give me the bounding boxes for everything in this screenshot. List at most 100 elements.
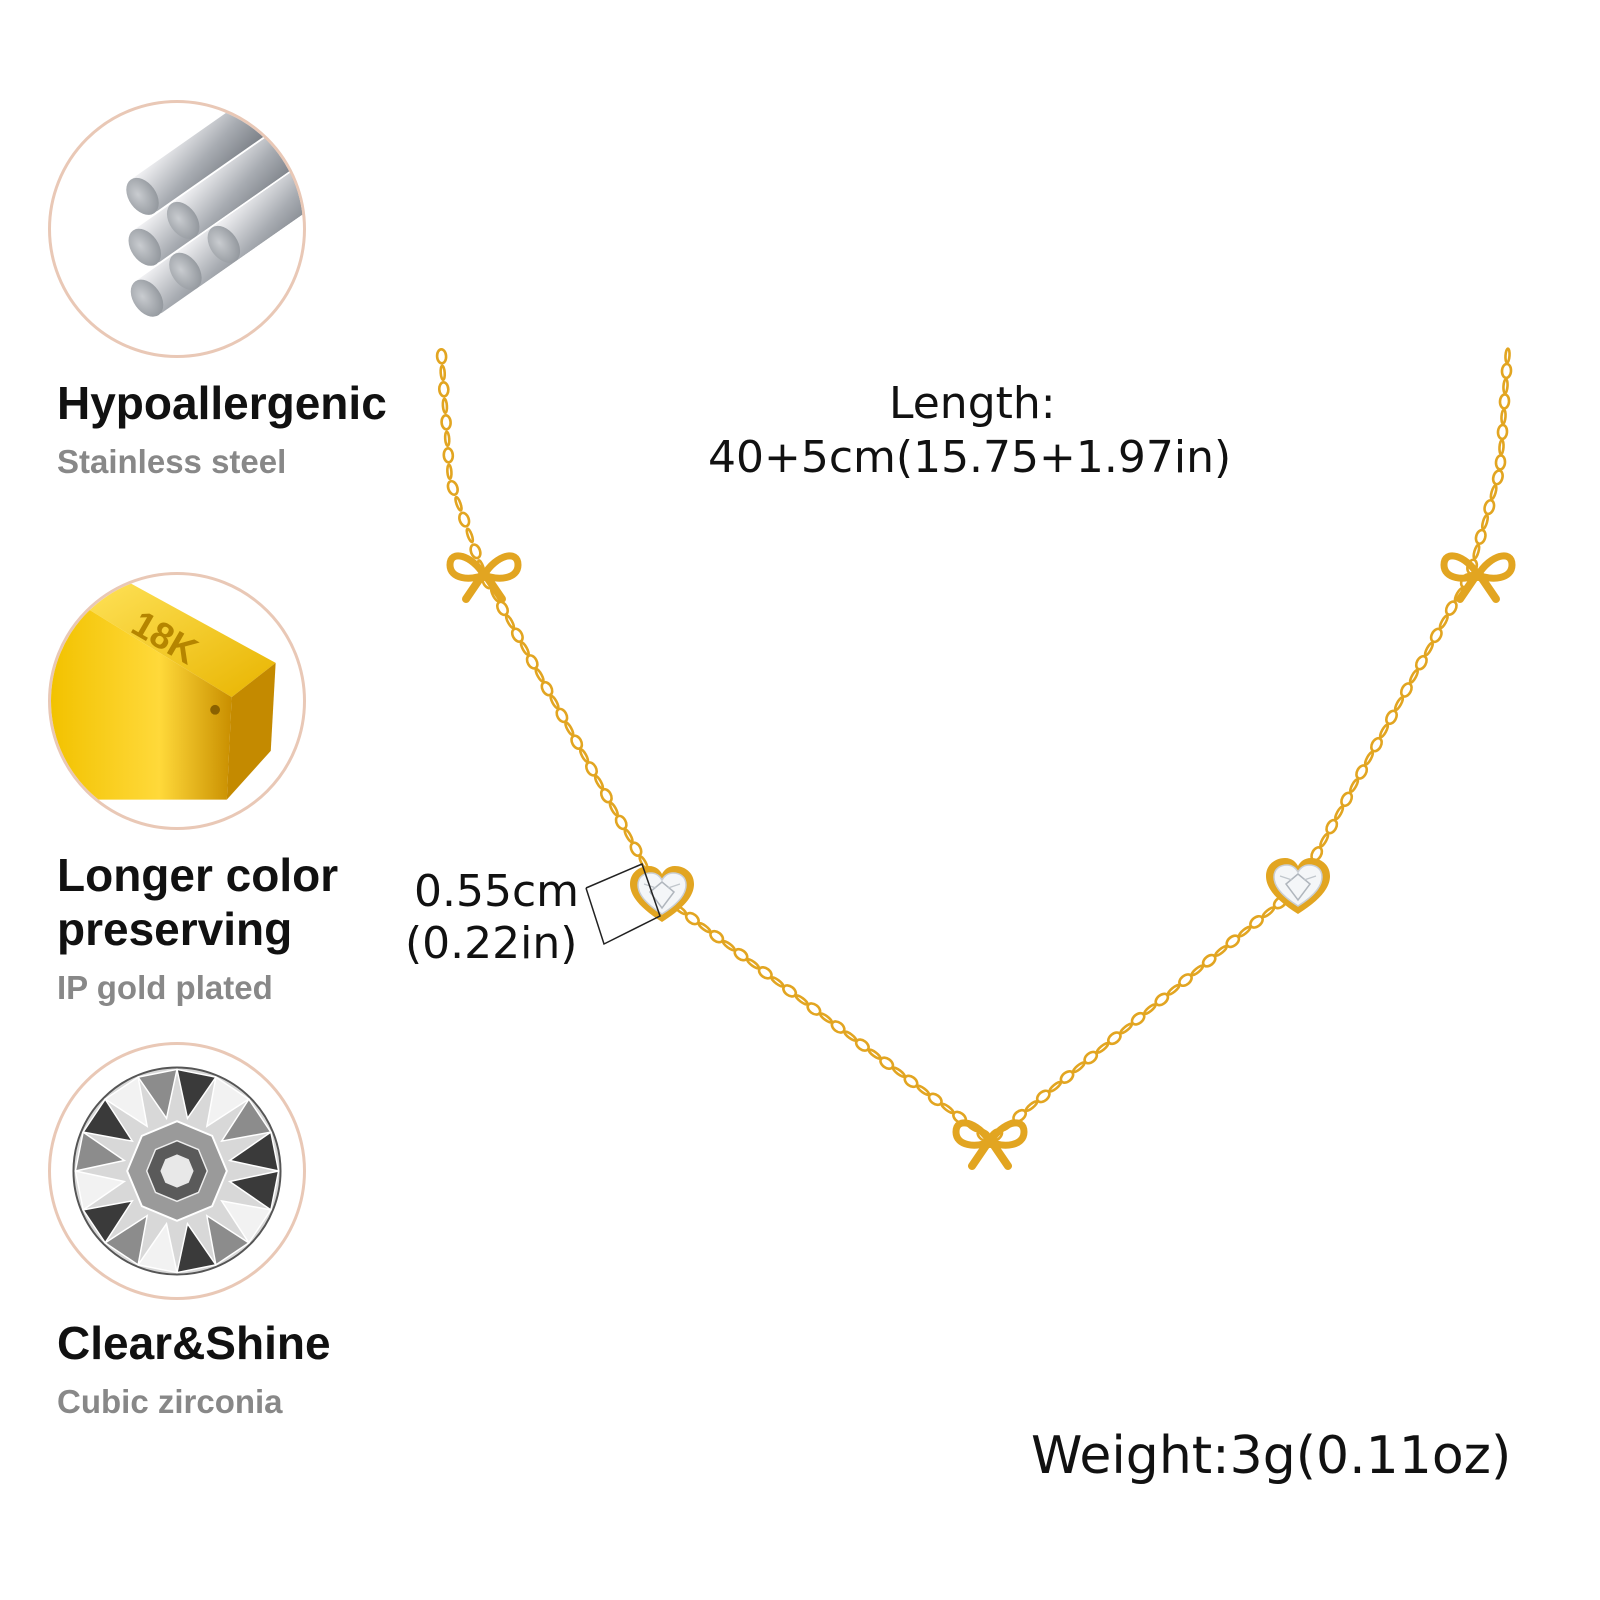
feature-subtitle-cubic-zirconia: Cubic zirconia (57, 1383, 283, 1420)
chain-link (1504, 347, 1511, 364)
chain-link (1414, 654, 1428, 671)
chain-link (555, 707, 569, 724)
chain-link (1325, 818, 1339, 835)
chain-link (1166, 983, 1181, 996)
chain-link (608, 801, 619, 817)
chain-link (510, 627, 524, 643)
chain-link (458, 511, 471, 528)
chain-link (599, 787, 613, 804)
chain-link (564, 721, 575, 737)
chain-link (1048, 1080, 1063, 1093)
chain-link (1225, 934, 1241, 949)
gold-bar-icon: 18K (51, 579, 276, 800)
diamond-facet (220, 1199, 273, 1245)
chain-link (1494, 454, 1507, 471)
chain-link (697, 921, 712, 934)
chain-link (940, 1102, 955, 1115)
feature-subtitle-stainless-steel: Stainless steel (57, 443, 287, 480)
bow-charm-left (450, 556, 518, 599)
diamond-facet (81, 1199, 134, 1245)
chain-link (1349, 778, 1360, 794)
gold-bar-circle: 18K (48, 572, 306, 830)
chain-link (504, 614, 516, 630)
chain-link (1385, 709, 1398, 726)
feature-title-hypoallergenic: Hypoallergenic (57, 377, 387, 429)
chain-link (525, 654, 539, 670)
chain-link (867, 1048, 882, 1060)
chain-link (623, 828, 634, 844)
chain-link (496, 600, 509, 617)
chain-link (1498, 393, 1511, 410)
diamond-facet (227, 1130, 280, 1172)
feature-title-clear-shine: Clear&Shine (57, 1317, 331, 1369)
chain-link (1363, 750, 1375, 766)
chain-link (721, 939, 736, 952)
chain-link (1500, 408, 1507, 425)
chain-link (1472, 543, 1481, 560)
diamond-facet (103, 1075, 149, 1128)
chain-link (794, 994, 809, 1006)
chain-link (593, 774, 605, 790)
chain-link (1355, 764, 1369, 780)
chain-link (1491, 469, 1504, 486)
chain-link (1237, 925, 1252, 938)
chain-link (534, 667, 545, 683)
diamond-facet (74, 1170, 127, 1212)
chain-link (1474, 528, 1487, 546)
chain-link (1340, 791, 1354, 808)
chain-link (818, 1012, 834, 1024)
chain-link (446, 479, 459, 496)
diamond-facet (74, 1130, 127, 1172)
pendant-size-cm: 0.55cm (414, 866, 580, 917)
chain-link (1480, 513, 1490, 531)
chain-link (1423, 641, 1434, 657)
diamond-facet (176, 1221, 218, 1274)
chain-link (437, 381, 450, 398)
diamond-facet (103, 1214, 149, 1267)
length-label: Length: (889, 378, 1056, 429)
diamond-facet (81, 1097, 134, 1143)
chain-link (1502, 377, 1509, 395)
chain-link (1489, 484, 1498, 501)
chain-link (1071, 1061, 1086, 1074)
diamond-facet (220, 1097, 273, 1143)
chain-link (1261, 906, 1276, 919)
chain-link (916, 1084, 931, 1097)
diamond-facet (205, 1075, 251, 1128)
chain-link (1249, 914, 1264, 929)
chain-link (629, 841, 643, 857)
chain-link (469, 543, 482, 560)
chain-link (1483, 498, 1496, 516)
diamond-facet (227, 1170, 280, 1212)
chain-link (440, 414, 452, 431)
chain-link (746, 958, 761, 970)
chain-link (1024, 1100, 1039, 1113)
chain-link (891, 1066, 906, 1078)
feature-subtitle-ip-gold-plated: IP gold plated (57, 969, 273, 1006)
diamond-circle (48, 1042, 306, 1300)
chain-link (1119, 1022, 1134, 1035)
chain-link (1190, 964, 1205, 977)
bow-charm-right (1444, 556, 1512, 599)
chain-link (465, 527, 475, 544)
diamond-facet (136, 1221, 178, 1274)
pendant-size-in: (0.22in) (405, 918, 578, 969)
chain-link (1408, 668, 1419, 684)
chain-link (1500, 362, 1513, 380)
chain-link (1378, 723, 1390, 739)
diamond-facet (136, 1068, 178, 1121)
chain-link (614, 814, 628, 831)
length-value: 40+5cm(15.75+1.97in) (708, 432, 1232, 483)
chain-link (1429, 627, 1443, 644)
chain-link (1438, 614, 1449, 630)
chain-link (443, 430, 451, 448)
chain-link (439, 364, 447, 382)
chain-link (519, 641, 530, 657)
diamond-icon (72, 1066, 282, 1276)
chain-link (540, 680, 554, 697)
bow-charm-center (956, 1123, 1024, 1166)
chain-link (1319, 832, 1330, 848)
feature-title-longer-color-line2: preserving (57, 903, 293, 955)
chain-link (435, 348, 448, 365)
